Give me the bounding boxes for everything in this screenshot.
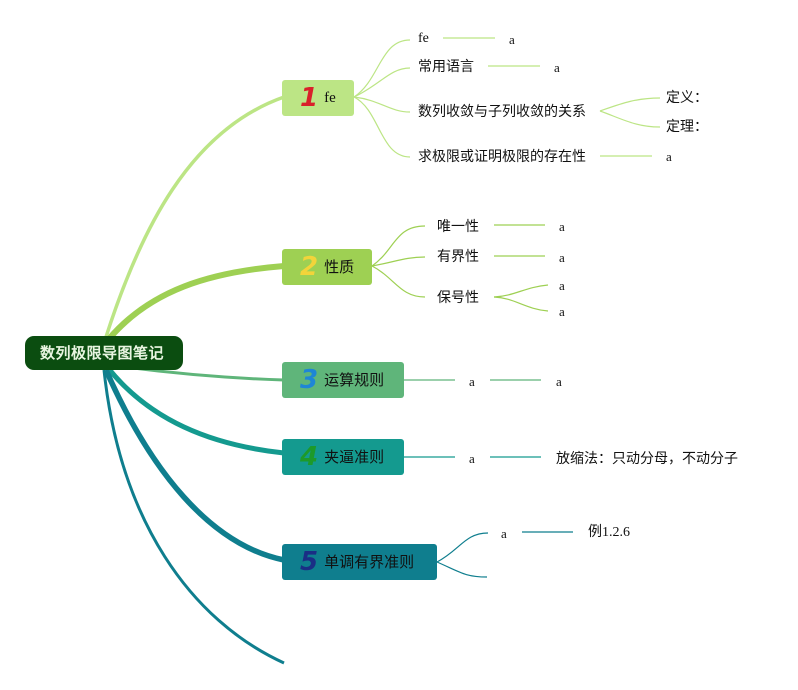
branch-4-label: 夹逼准则	[324, 448, 385, 466]
root-node[interactable]: 数列极限导图笔记	[25, 336, 183, 370]
connector-b1-c4	[353, 96, 411, 158]
connector-b2-c3	[371, 265, 426, 298]
connector-root-b2	[105, 263, 285, 342]
connector-root-tail	[102, 369, 285, 665]
b1-child-3-sub-2[interactable]: 定理：	[666, 119, 708, 135]
branch-5-node[interactable]: 5 单调有界准则	[282, 544, 437, 580]
b3-child-1-label[interactable]: a	[469, 374, 475, 389]
connector-b1-c3	[353, 96, 411, 113]
connector-b2-c3-leaf2	[493, 296, 549, 312]
connector-b2-c1	[371, 225, 426, 267]
branch-4-node[interactable]: 4 夹逼准则	[282, 439, 404, 475]
connector-b1-c1	[353, 39, 411, 98]
connector-b2-c2	[371, 256, 426, 267]
connector-root-b5	[103, 368, 285, 563]
b1-child-3-label[interactable]: 数列收敛与子列收敛的关系	[418, 104, 586, 120]
b1-child-4-label[interactable]: 求极限或证明极限的存在性	[418, 149, 586, 165]
connector-root-b1	[103, 95, 285, 341]
b2-child-2-label[interactable]: 有界性	[437, 249, 479, 265]
branch-4-number: 4	[300, 442, 319, 472]
branch-1-number: 1	[300, 83, 319, 113]
branch-5-number: 5	[300, 547, 319, 577]
b2-child-2-leaf[interactable]: a	[559, 250, 565, 265]
connector-b5-c1	[436, 532, 489, 563]
b5-child-1-leaf[interactable]: 例1.2.6	[588, 525, 630, 540]
b2-child-3-label[interactable]: 保号性	[437, 290, 479, 306]
branch-2-label: 性质	[324, 258, 355, 276]
b5-child-1-label[interactable]: a	[501, 526, 507, 541]
connector-b1-c3-sub2	[599, 110, 661, 128]
b4-child-1-label[interactable]: a	[469, 451, 475, 466]
b1-child-2-label[interactable]: 常用语言	[418, 59, 474, 75]
b2-child-1-leaf[interactable]: a	[559, 219, 565, 234]
b1-child-2-leaf[interactable]: a	[554, 60, 560, 75]
b2-child-3-leaf-1[interactable]: a	[559, 278, 565, 293]
branch-3-label: 运算规则	[324, 371, 385, 389]
b1-child-1-leaf[interactable]: a	[509, 32, 515, 47]
b1-child-1-label[interactable]: fe	[418, 31, 429, 46]
b2-child-1-label[interactable]: 唯一性	[437, 219, 479, 235]
connector-b1-c3-sub1	[599, 97, 661, 112]
connector-b1-c2	[353, 67, 411, 98]
branch-1-node[interactable]: 1 fe	[282, 80, 354, 116]
b4-child-1-leaf[interactable]: 放缩法：只动分母，不动分子	[556, 451, 738, 467]
branch-2-node[interactable]: 2 性质	[282, 249, 372, 285]
connector-b5-c2	[436, 561, 488, 578]
b3-child-1-leaf[interactable]: a	[556, 374, 562, 389]
connector-b2-c3-leaf1	[493, 284, 549, 298]
b1-child-3-sub-1[interactable]: 定义：	[666, 90, 708, 106]
connector-root-b4	[106, 366, 285, 456]
branch-2-number: 2	[300, 252, 319, 282]
branch-1-label: fe	[324, 90, 336, 106]
branch-3-node[interactable]: 3 运算规则	[282, 362, 404, 398]
branch-5-label: 单调有界准则	[324, 553, 415, 571]
b2-child-3-leaf-2[interactable]: a	[559, 304, 565, 319]
b1-child-4-leaf[interactable]: a	[666, 149, 672, 164]
branch-3-number: 3	[300, 365, 319, 395]
